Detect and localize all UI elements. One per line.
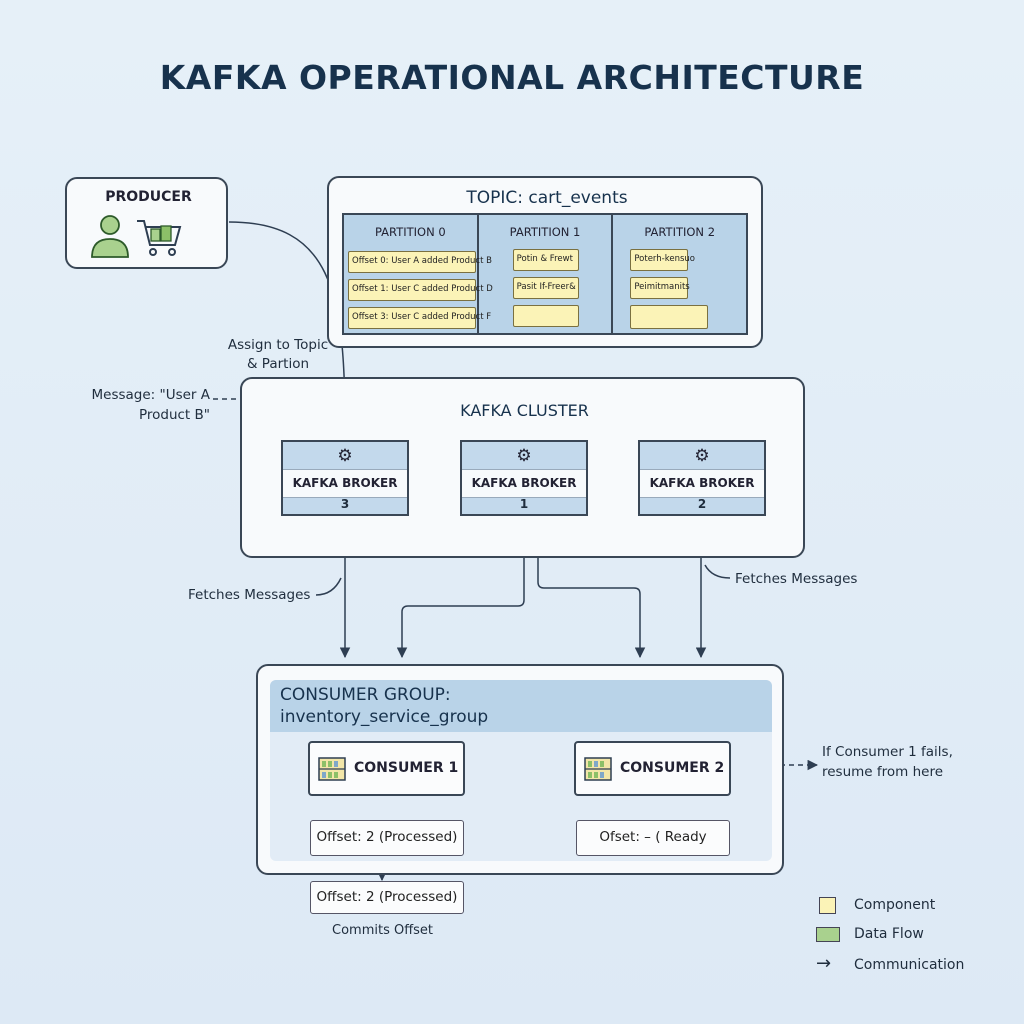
consumer-label: CONSUMER 1 [354, 760, 459, 776]
failover-line-2: resume from here [822, 764, 944, 780]
consumer-1-offset: Offset: 2 (Processed) [310, 820, 464, 856]
broker-number: 2 [697, 497, 707, 511]
failover-annotation: If Consumer 1 fails, resume from here [822, 742, 953, 782]
consumer-group-name: inventory_service_group [280, 707, 489, 727]
fetches-right-connector [704, 564, 731, 579]
broker-label: KAFKA BROKER [640, 469, 764, 498]
legend-label-communication: Communication [854, 957, 965, 973]
partition-label: PARTITION 1 [509, 225, 581, 239]
broker-number: 3 [340, 497, 350, 511]
committed-offset-box: Offset: 2 (Processed) [310, 881, 464, 914]
message-line-2: Product B" [138, 407, 210, 423]
kafka-cluster-box: KAFKA CLUSTER ⚙ KAFKA BROKER 3 ⚙ KAFKA B… [240, 377, 805, 558]
produce-flow-line [228, 221, 351, 427]
offset-cell: Offset 0: User A added Product B [348, 251, 492, 273]
consumer-2-offset: Ofset: – ( Ready [576, 820, 730, 856]
legend-swatch-data-flow [816, 927, 840, 942]
assign-line-1: Assign to Topic [227, 337, 329, 353]
legend-swatch-component [819, 897, 836, 914]
shopping-cart-icon [137, 220, 182, 256]
gear-icon: ⚙ [516, 446, 532, 466]
gear-icon: ⚙ [337, 446, 353, 466]
failover-line-1: If Consumer 1 fails, [822, 744, 953, 760]
broker-number: 1 [519, 497, 529, 511]
cluster-title: KAFKA CLUSTER [460, 401, 589, 420]
partition-label: PARTITION 0 [374, 225, 446, 239]
offset-cell [512, 305, 579, 327]
broker1-right-line [532, 520, 646, 659]
message-line-1: Message: "User A [91, 387, 210, 403]
kafka-broker-1: ⚙ KAFKA BROKER 1 [460, 440, 588, 516]
offset-cell: Offset 3: User C added Product F [348, 307, 491, 329]
fetches-left-connector [315, 577, 342, 596]
commits-offset-label: Commits Offset [332, 923, 434, 938]
assign-partition-annotation: Assign to Topic & Partion [218, 336, 338, 374]
kafka-broker-3: ⚙ KAFKA BROKER 3 [281, 440, 409, 516]
server-rack-icon [584, 757, 612, 781]
server-rack-icon [318, 757, 346, 781]
kafka-broker-2: ⚙ KAFKA BROKER 2 [638, 440, 766, 516]
assign-line-2: & Partion [246, 356, 310, 372]
producer-box: PRODUCER [65, 177, 228, 269]
consumer-2: CONSUMER 2 [574, 741, 731, 796]
page-title: KAFKA OPERATIONAL ARCHITECTURE [159, 58, 865, 97]
offset-cell: Offset 1: User C added Product D [348, 279, 493, 301]
broker-label: KAFKA BROKER [283, 469, 407, 498]
user-icon [91, 215, 129, 258]
partitions-panel: PARTITION 0 Offset 0: User A added Produ… [342, 213, 748, 335]
legend-label-data-flow: Data Flow [854, 926, 924, 942]
consumer-group-header [270, 680, 772, 732]
offset-cell [630, 305, 709, 329]
topic-box: TOPIC: cart_events PARTITION 0 Offset 0:… [327, 176, 763, 348]
consumer-label: CONSUMER 2 [620, 760, 725, 776]
broker-label: KAFKA BROKER [462, 469, 586, 498]
legend-label-component: Component [854, 897, 936, 913]
consumer-group-box: CONSUMER GROUP: inventory_service_group … [256, 664, 784, 875]
broker1-left-line [396, 520, 530, 659]
offset-cell: Poterh-kensuo [630, 249, 695, 271]
consumer-group-title: CONSUMER GROUP: [280, 685, 451, 705]
offset-cell: Potin & Frewt [512, 249, 579, 271]
consumer-1: CONSUMER 1 [308, 741, 465, 796]
message-annotation: Message: "User A Product B" [70, 385, 210, 425]
partition-0: PARTITION 0 Offset 0: User A added Produ… [344, 215, 493, 333]
arrow-right-icon: → [816, 953, 832, 974]
fetches-messages-right: Fetches Messages [735, 571, 858, 587]
partition-1: PARTITION 1 Potin & Frewt Pasit If-Freer… [479, 215, 614, 333]
legend: Component Data Flow → Communication [816, 893, 1006, 989]
partition-label: PARTITION 2 [644, 225, 716, 239]
partition-2: PARTITION 2 Poterh-kensuo Peimitmanits [613, 215, 746, 333]
fetches-messages-left: Fetches Messages [188, 587, 311, 603]
topic-title: TOPIC: cart_events [466, 188, 628, 208]
gear-icon: ⚙ [694, 446, 710, 466]
offset-cell: Peimitmanits [630, 277, 690, 299]
offset-cell: Pasit If-Freer& [512, 277, 579, 299]
producer-label: PRODUCER [105, 189, 192, 205]
